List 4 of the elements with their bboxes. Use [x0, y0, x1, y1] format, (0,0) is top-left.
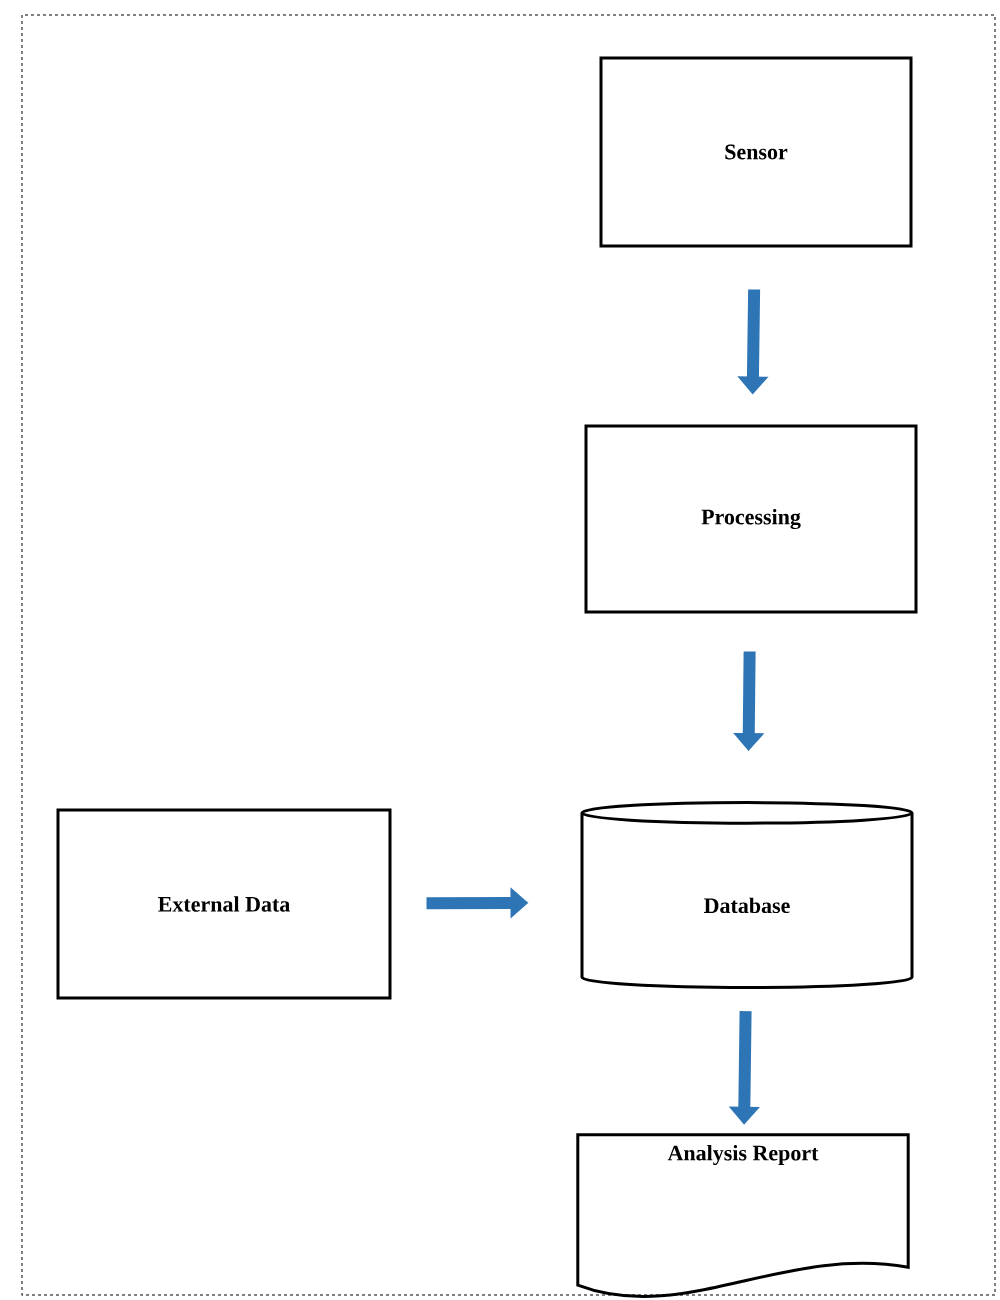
process-box: Processing	[584, 424, 918, 614]
database-cylinder: Database	[580, 801, 914, 990]
process-box: Sensor	[599, 56, 913, 248]
process-box: External Data	[56, 808, 392, 1000]
